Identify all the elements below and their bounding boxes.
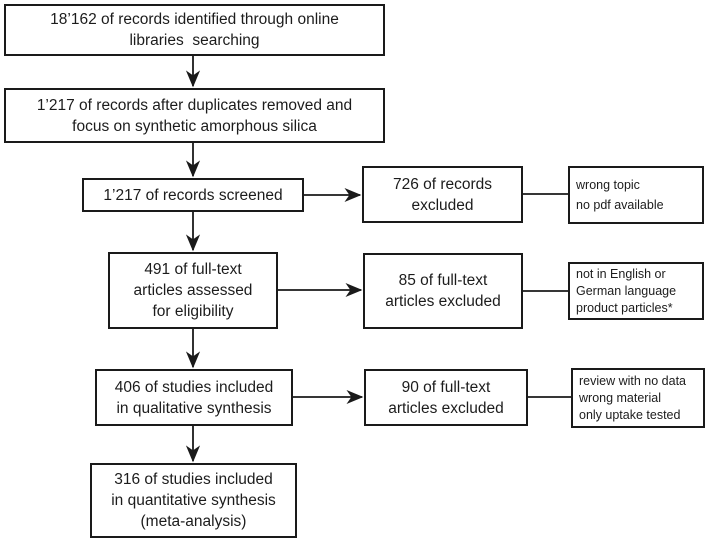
note-line: only uptake tested — [579, 407, 681, 422]
box-duplicates-removed: 1’217 of records after duplicates remove… — [4, 88, 385, 143]
box-line: in quantitative synthesis — [111, 492, 276, 509]
box-line: (meta-analysis) — [140, 513, 247, 530]
box-line: for eligibility — [152, 303, 234, 320]
note-line: wrong topic — [576, 178, 640, 192]
box-line: libraries searching — [129, 32, 260, 49]
box-line: focus on synthetic amorphous silica — [72, 117, 317, 135]
box-line: articles excluded — [388, 399, 504, 417]
note-exclusion-reasons-qualitative: review with no data wrong material only … — [571, 368, 705, 428]
note-exclusion-reasons-screening: wrong topic no pdf available — [568, 166, 704, 224]
box-quantitative-synthesis: 316 of studies included in quantitative … — [90, 463, 297, 538]
box-line: 406 of studies included — [114, 378, 274, 396]
box-line: in qualitative synthesis — [116, 399, 272, 417]
note-line: product particles* — [576, 300, 673, 315]
note-exclusion-reasons-eligibility: not in English or German language produc… — [568, 262, 704, 320]
box-line: excluded — [411, 196, 474, 214]
box-line: articles assessed — [133, 282, 253, 299]
box-qualitative-synthesis: 406 of studies included in qualitative s… — [95, 369, 293, 426]
box-fulltext-excluded-90: 90 of full-text articles excluded — [364, 369, 528, 426]
note-line: review with no data — [579, 373, 687, 388]
box-line: 1’217 of records after duplicates remove… — [36, 96, 353, 114]
box-line: 1’217 of records screened — [103, 186, 283, 204]
box-records-identified: 18’162 of records identified through onl… — [4, 4, 385, 56]
note-line: no pdf available — [576, 198, 664, 212]
box-fulltext-excluded-85: 85 of full-text articles excluded — [363, 253, 523, 329]
box-line: 85 of full-text — [398, 272, 488, 289]
note-line: wrong material — [579, 390, 661, 405]
box-line: 18’162 of records identified through onl… — [50, 11, 339, 28]
note-line: not in English or — [576, 266, 666, 281]
box-fulltext-assessed: 491 of full-text articles assessed for e… — [108, 252, 278, 329]
box-line: 491 of full-text — [144, 261, 242, 278]
box-line: articles excluded — [385, 293, 501, 310]
box-line: 726 of records — [392, 175, 493, 193]
box-records-screened: 1’217 of records screened — [82, 178, 304, 212]
note-line: German language — [576, 283, 677, 298]
box-records-excluded-726: 726 of records excluded — [362, 166, 523, 223]
box-line: 90 of full-text — [401, 378, 491, 396]
box-line: 316 of studies included — [114, 471, 273, 488]
